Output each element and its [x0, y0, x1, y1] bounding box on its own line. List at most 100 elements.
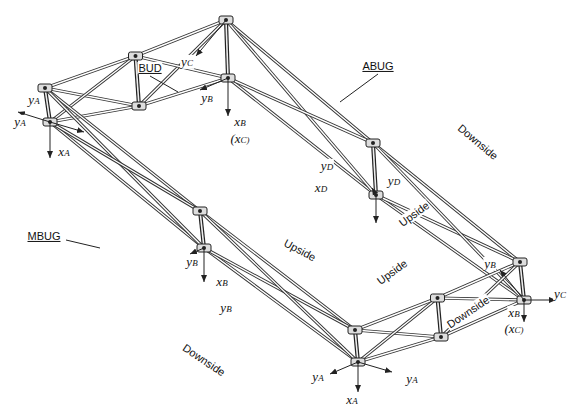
hub: [513, 258, 527, 266]
hub-pin: [137, 104, 141, 108]
rod: [136, 20, 227, 56]
pole-core: [226, 20, 228, 78]
side-label: Upside: [374, 256, 410, 287]
axis-label: yB: [200, 91, 213, 105]
axis-arrow: [196, 20, 226, 56]
axis-arrow: [358, 362, 392, 372]
axis-label: yA: [27, 93, 40, 107]
rod: [226, 20, 376, 195]
hub-pin: [439, 335, 443, 339]
side-label: Downside: [455, 121, 501, 163]
hub-pin: [518, 260, 522, 264]
pole-core: [200, 211, 204, 248]
axis-arrow: [524, 300, 525, 322]
pole: [355, 330, 358, 362]
axis-arrow: [376, 195, 377, 223]
rod: [200, 211, 358, 362]
hub: [348, 326, 362, 334]
rod-core: [200, 211, 358, 362]
axis-label: (xC): [503, 322, 524, 336]
axis-label: yC: [180, 55, 194, 69]
hub: [129, 52, 143, 60]
hub-pin: [436, 296, 440, 300]
hub: [366, 139, 380, 147]
axis-label: xA: [57, 145, 70, 159]
axis-arrow: [204, 248, 205, 282]
rod-core: [376, 195, 520, 262]
rod-core: [204, 248, 358, 362]
rod-core: [200, 211, 355, 330]
hub-pin: [134, 54, 138, 58]
hub: [38, 84, 52, 92]
axis-arrow: [228, 78, 229, 116]
side-label: Upside: [281, 236, 319, 264]
axis-arrow: [50, 122, 84, 132]
rod-core: [45, 88, 200, 211]
part-name: BUD: [137, 62, 162, 74]
hub: [434, 333, 448, 341]
pole-core: [355, 330, 358, 362]
part-name: ABUG: [361, 60, 394, 72]
pole-core: [520, 262, 524, 300]
hub: [132, 102, 146, 110]
rod: [50, 122, 200, 211]
axis-label: yB: [219, 301, 232, 315]
axis-label: yB: [483, 257, 496, 271]
rod-core: [355, 298, 438, 330]
hub-pin: [198, 209, 202, 213]
axis-label: xB: [507, 306, 520, 320]
axis-arrow: [500, 270, 524, 300]
axis-label: yA: [311, 370, 324, 384]
leader-line: [66, 240, 100, 248]
hub-pin: [43, 86, 47, 90]
rod-core: [45, 56, 136, 88]
rod: [358, 298, 438, 362]
hub: [193, 207, 207, 215]
axis-label: yB: [185, 255, 198, 269]
rod: [358, 337, 441, 362]
hub-pin: [353, 328, 357, 332]
rod-core: [376, 195, 524, 300]
rod-core: [50, 56, 136, 122]
leader-line: [340, 74, 378, 102]
rod-core: [45, 88, 204, 248]
rod-core: [136, 20, 227, 56]
axis-label: yD: [320, 159, 334, 173]
pole-core: [373, 143, 376, 195]
axis-label: xA: [345, 393, 358, 407]
axis-arrow: [200, 78, 228, 90]
rod: [45, 88, 204, 248]
rod: [373, 143, 524, 300]
leader-line: [150, 76, 178, 92]
rod-core: [373, 143, 524, 300]
axis-label: yC: [553, 287, 567, 301]
rod-core: [358, 298, 438, 362]
rod: [355, 298, 438, 330]
axis-arrow: [372, 188, 376, 195]
axis-label: xB: [215, 275, 228, 289]
axis-label: (xC): [229, 132, 250, 146]
rod-core: [358, 337, 441, 362]
rod: [45, 88, 200, 211]
axis-arrow: [330, 362, 358, 374]
rod: [376, 195, 520, 262]
axis-label: xB: [233, 115, 246, 129]
rod-core: [228, 78, 376, 195]
axis-label: yA: [405, 372, 418, 386]
rod: [228, 78, 376, 195]
side-label: Downside: [180, 341, 228, 379]
pole-core: [45, 88, 50, 122]
rod: [45, 56, 136, 88]
axis-label: yA: [13, 115, 26, 129]
hub: [431, 294, 445, 302]
rod: [376, 195, 524, 300]
rod: [200, 211, 355, 330]
axis-label: xD: [314, 181, 328, 195]
pole: [373, 143, 376, 195]
axis-arrow: [358, 362, 359, 392]
rod-core: [226, 20, 373, 143]
rod: [50, 122, 204, 248]
pole: [45, 88, 50, 122]
